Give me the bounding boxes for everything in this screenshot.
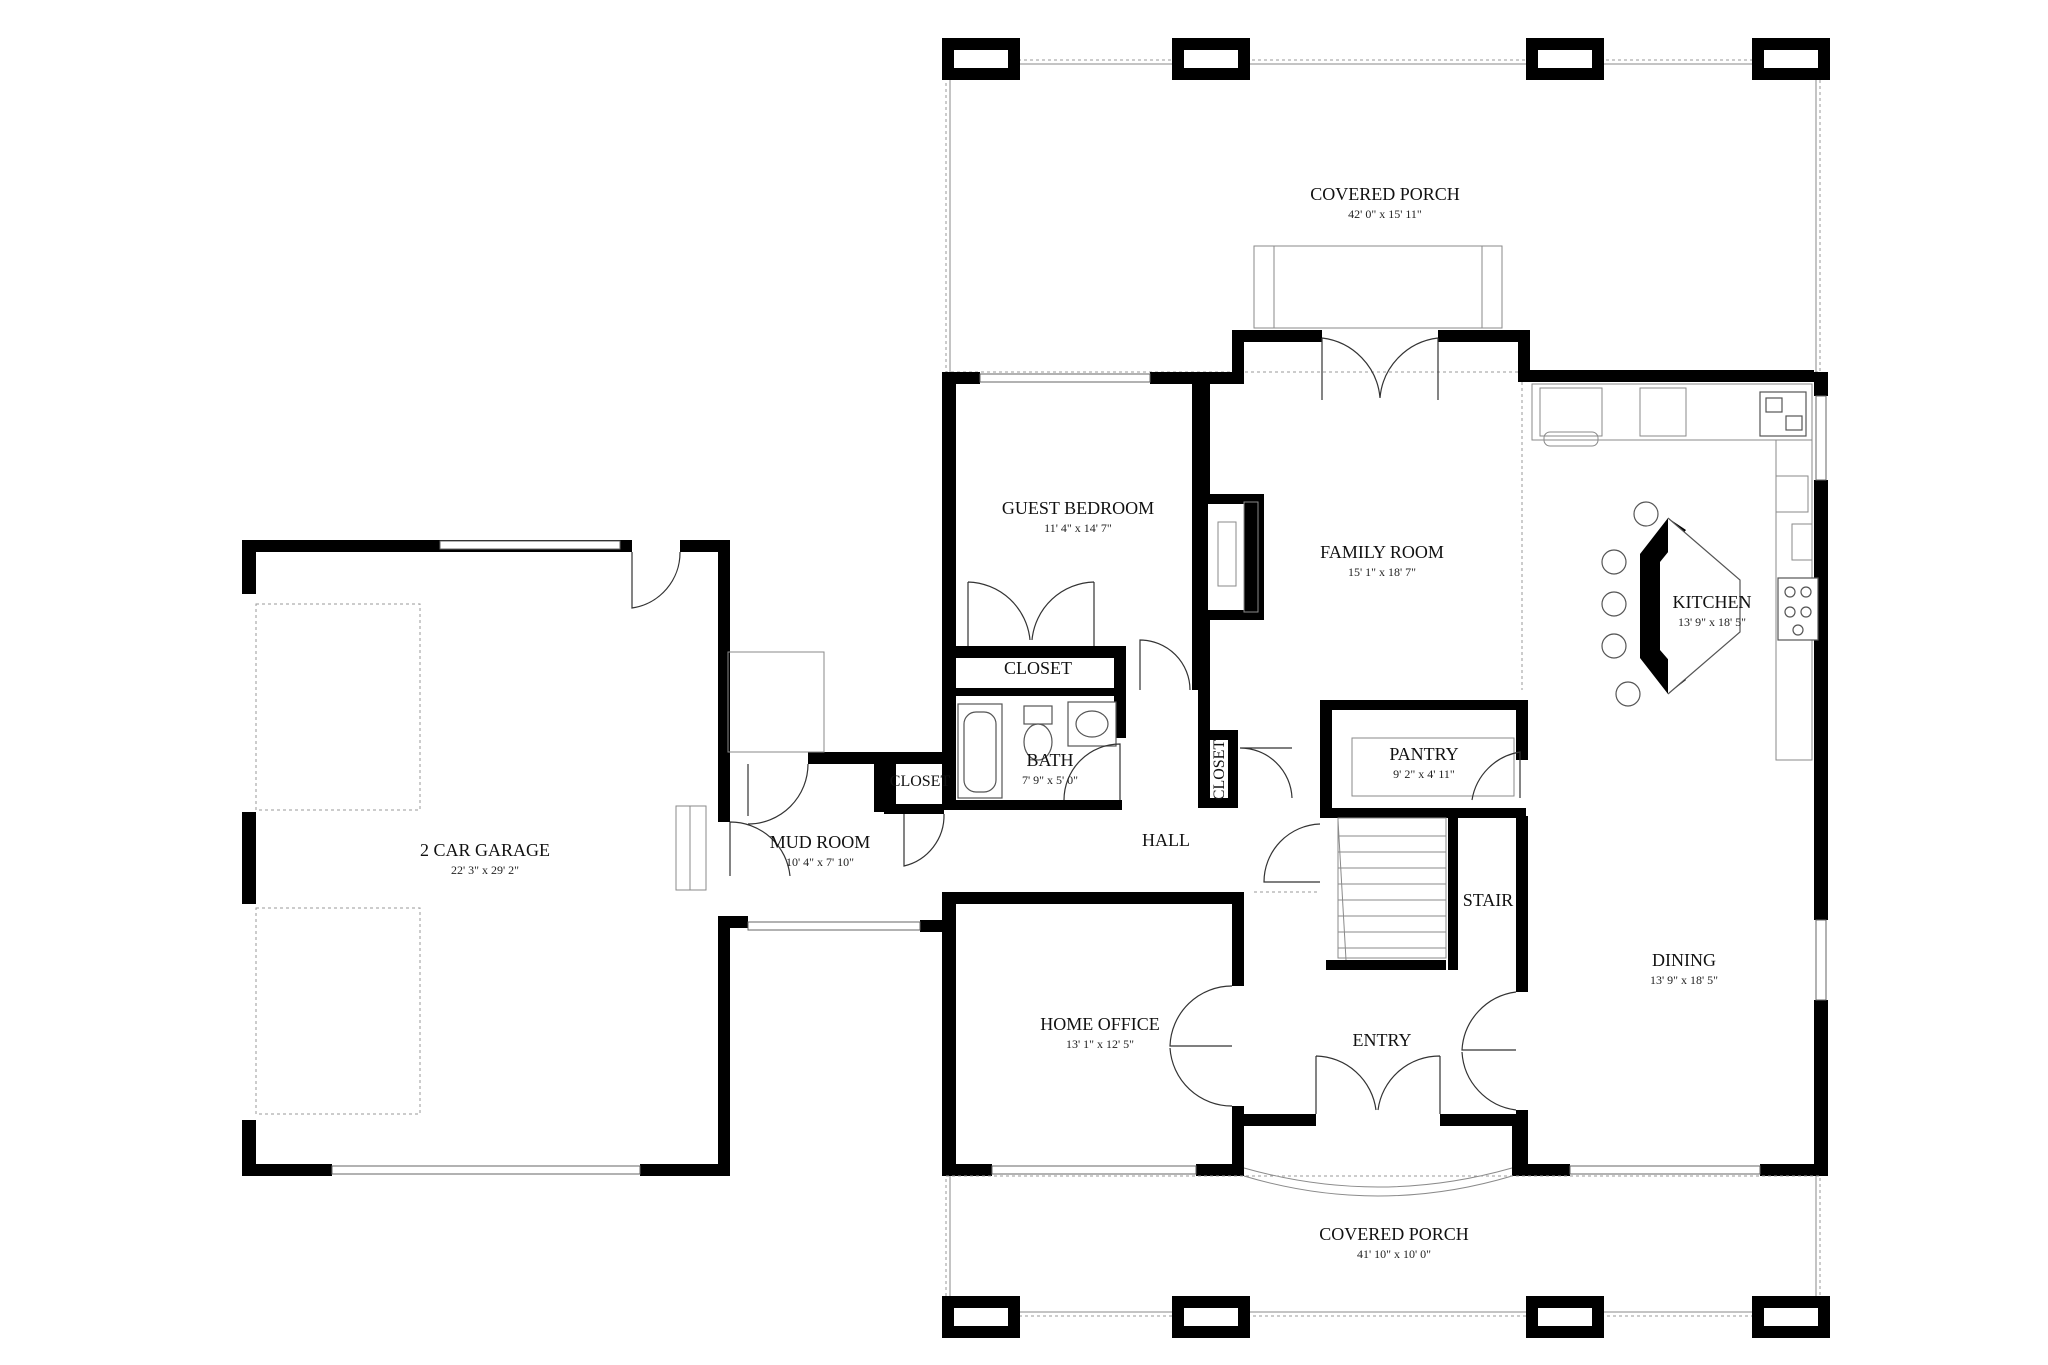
label-entry: ENTRY [1352,1030,1411,1050]
stair-closet-door [1263,823,1321,883]
small-closet-door [903,813,945,867]
label-closet-vertical: CLOSET [1211,740,1228,801]
dims-porch-front: 41' 10" x 10' 0" [1357,1247,1431,1261]
label-mud-room: MUD ROOM [770,832,871,852]
kitchen-island [1640,517,1741,695]
mud-garage-door [729,821,791,877]
label-guest-bedroom: GUEST BEDROOM [1002,498,1154,518]
pantry-door [1471,751,1521,801]
dims-kitchen: 13' 9" x 18' 5" [1678,615,1746,629]
garage-windows [331,540,641,1175]
family-closet-door [1239,747,1293,799]
dims-mud-room: 10' 4" x 7' 10" [786,855,854,869]
dims-family-room: 15' 1" x 18' 7" [1348,565,1416,579]
label-pantry: PANTRY [1389,744,1458,764]
label-closet-small: CLOSET [890,773,951,790]
island-stools [1601,501,1659,707]
dims-dining: 13' 9" x 18' 5" [1650,973,1718,987]
pantry-shelf [1351,737,1515,797]
label-garage: 2 CAR GARAGE [420,840,550,860]
mud-room-window [747,921,921,931]
kitchen-range [1777,577,1819,641]
back-porch [945,59,1821,373]
garage-side-door [631,551,681,609]
label-family-room: FAMILY ROOM [1320,542,1444,562]
kitchen-side-window [1815,395,1827,481]
label-dining: DINING [1652,950,1716,970]
garage-door-outline [255,603,421,1115]
label-closet-bedroom: CLOSET [1004,658,1072,678]
kitchen-walls [1814,372,1828,1176]
label-stair: STAIR [1463,890,1514,910]
dims-porch-back: 42' 0" x 15' 11" [1348,207,1422,221]
front-porch [945,1175,1821,1317]
stair-treads [1337,817,1447,961]
label-porch-back: COVERED PORCH [1310,184,1460,204]
dims-bath: 7' 9" x 5' 0" [1022,773,1078,787]
dining-walls [1516,972,1826,1176]
dims-home-office: 13' 1" x 12' 5" [1066,1037,1134,1051]
bath-door [1063,743,1121,801]
label-bath: BATH [1026,750,1073,770]
office-window [991,1165,1197,1175]
dims-pantry: 9' 2" x 4' 11" [1393,767,1455,781]
mud-room-bench [675,651,825,891]
dining-entry-doors [1461,991,1517,1111]
family-room-patio-doors [1321,337,1439,400]
label-kitchen: KITCHEN [1673,592,1752,612]
dims-guest-bedroom: 11' 4" x 14' 7" [1044,521,1112,535]
front-entry-doors [1315,1055,1441,1114]
front-porch-columns [942,1296,1830,1338]
guest-bedroom-door [1139,639,1191,691]
guest-bedroom-window [979,373,1151,383]
kitchen-counters [1531,383,1813,761]
small-closet-walls [884,760,944,814]
label-home-office: HOME OFFICE [1040,1014,1160,1034]
pantry-stair-walls [1320,700,1528,972]
dims-garage: 22' 3" x 29' 2" [451,863,519,877]
office-entry-walls [942,892,1524,1176]
back-porch-columns [942,38,1830,80]
bath-fixtures [957,701,1117,799]
office-doors [1169,985,1233,1107]
chimney-bumpout [1253,245,1503,329]
entry-bay-inner [1243,1167,1513,1188]
dining-front-window [1569,1165,1761,1175]
fireplace [1198,494,1264,620]
entry-bay [1243,1175,1513,1197]
guest-closet-doors [967,581,1095,646]
label-porch-front: COVERED PORCH [1319,1224,1469,1244]
label-hall: HALL [1142,830,1190,850]
mud-room-door [747,763,809,825]
dining-side-window [1815,919,1827,1001]
